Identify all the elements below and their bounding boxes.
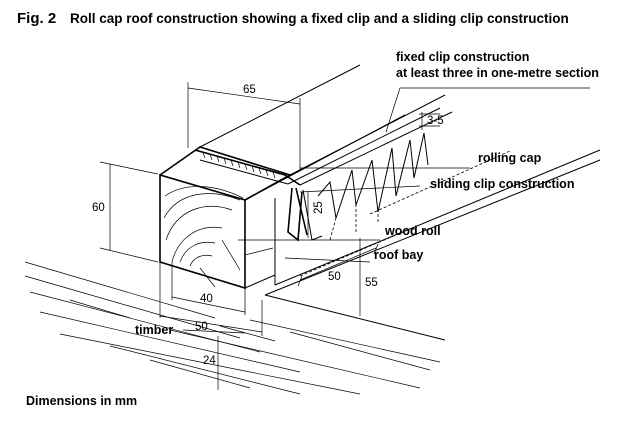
- fixed-clip-label-line2: at least three in one-metre section: [396, 66, 599, 80]
- dim-timber-thickness: 24: [203, 355, 216, 367]
- figure-title: Roll cap roof construction showing a fix…: [70, 11, 569, 26]
- timber-boards: [24, 261, 441, 395]
- dim-roll-top-width: 65: [243, 84, 256, 96]
- rolling-cap: [194, 107, 453, 186]
- dim-sliding-spacing: 50: [328, 271, 341, 283]
- units-note: Dimensions in mm: [26, 394, 138, 408]
- timber-label: timber: [135, 323, 173, 337]
- leader-lines: [182, 87, 590, 334]
- dim-clip-height: 25: [313, 201, 325, 214]
- dim-upstand-height: 55: [365, 277, 378, 289]
- dim-cap-base-width: 50: [195, 321, 208, 333]
- rolling-cap-label: rolling cap: [478, 151, 542, 165]
- wood-roll-block: [159, 64, 446, 290]
- sliding-clip-label: sliding clip construction: [430, 177, 574, 191]
- dimension-lines: [99, 82, 440, 390]
- wood-roll-label: wood roll: [384, 224, 441, 238]
- dim-fixed-clip-tooth: 3-5: [427, 115, 444, 127]
- figure-number: Fig. 2: [17, 10, 57, 27]
- dim-roll-base-width: 40: [200, 293, 213, 305]
- roof-bay-label: roof bay: [374, 248, 423, 262]
- fixed-clips: [317, 132, 429, 241]
- fixed-clip-label-line1: fixed clip construction: [396, 50, 529, 64]
- roof-bay-sheet: [264, 149, 601, 341]
- dim-roll-height: 60: [92, 202, 105, 214]
